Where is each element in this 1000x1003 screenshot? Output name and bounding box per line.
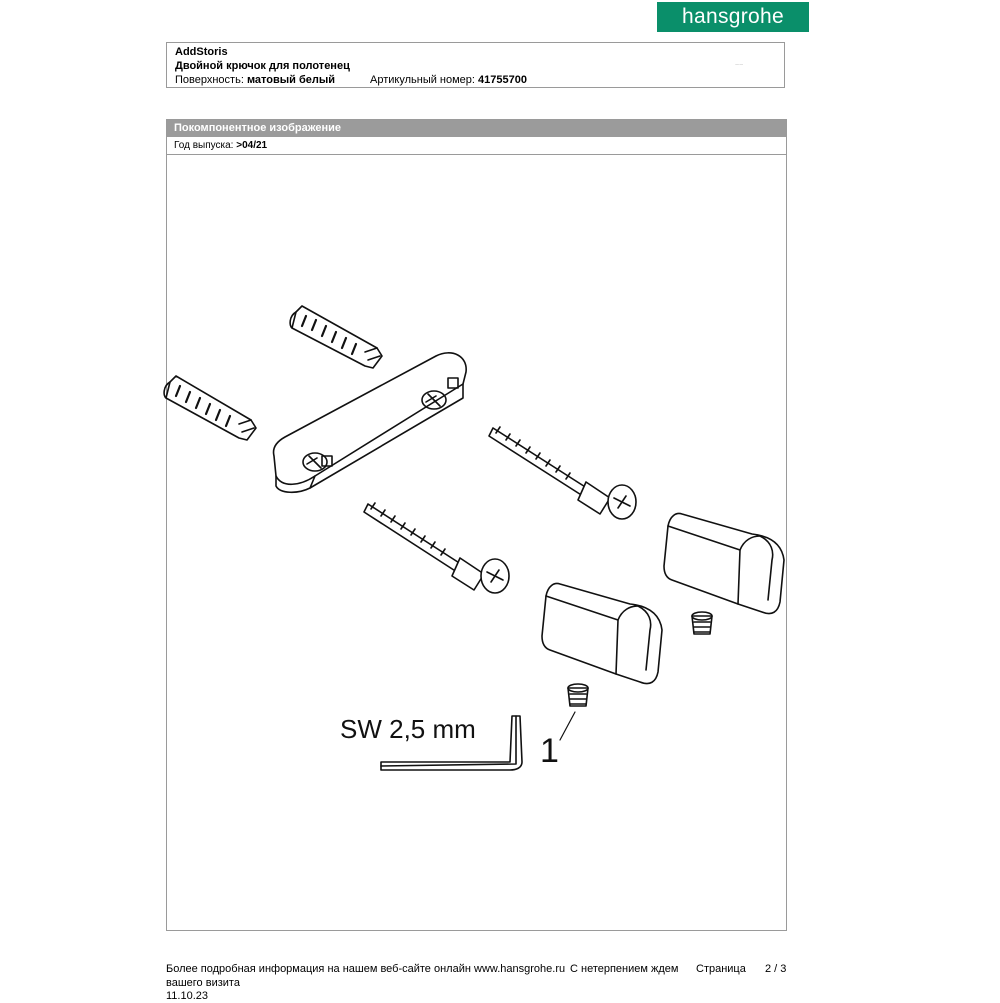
product-info-box: AddStoris Двойной крючок для полотенец П… xyxy=(166,42,785,88)
hex-key-label: SW 2,5 mm xyxy=(340,714,476,744)
footer-url[interactable]: www.hansgrohe.ru xyxy=(474,963,566,975)
article-label: Артикульный номер: xyxy=(370,74,475,86)
brand-logo: hansgrohe xyxy=(657,2,809,32)
screw-lower xyxy=(363,502,510,594)
product-surface-line: Поверхность: матовый белый xyxy=(175,74,335,87)
product-article-line: Артикульный номер: 41755700 xyxy=(370,74,527,87)
faint-mark: ~~ xyxy=(735,62,744,69)
surface-label: Поверхность: xyxy=(175,74,244,86)
callout-leader xyxy=(559,711,576,741)
footer-date: 11.10.23 xyxy=(166,990,209,1002)
hook-right xyxy=(663,512,785,615)
wall-plug-top xyxy=(289,305,383,369)
footer-info-line: Более подробная информация на нашем веб-… xyxy=(166,963,471,976)
release-label: Год выпуска: xyxy=(174,140,234,151)
release-value: >04/21 xyxy=(236,140,268,151)
section-title: Покомпонентное изображение xyxy=(167,120,786,137)
item-number: 1 xyxy=(540,732,559,770)
screw-upper xyxy=(488,426,637,520)
hook-left xyxy=(541,582,663,685)
footer-page-value: 2 / 3 xyxy=(765,963,787,975)
footer-greeting-2: вашего визита xyxy=(166,977,240,989)
footer-text: Более подробная информация на нашем веб-… xyxy=(166,963,471,975)
product-name: AddStoris xyxy=(175,46,228,58)
release-line: Год выпуска: >04/21 xyxy=(167,137,786,155)
article-value: 41755700 xyxy=(478,74,527,86)
grub-screw-left xyxy=(567,683,589,707)
product-description: Двойной крючок для полотенец xyxy=(175,60,350,72)
wall-plug-left xyxy=(163,375,257,441)
hex-key-icon xyxy=(380,715,523,771)
grub-screw-right xyxy=(691,611,713,635)
footer-page-label: Страница xyxy=(696,963,746,975)
footer-greeting-1: С нетерпением ждем xyxy=(570,963,679,975)
mounting-plate xyxy=(272,352,467,494)
surface-value: матовый белый xyxy=(246,74,336,86)
exploded-view-section: Покомпонентное изображение Год выпуска: … xyxy=(166,119,787,931)
